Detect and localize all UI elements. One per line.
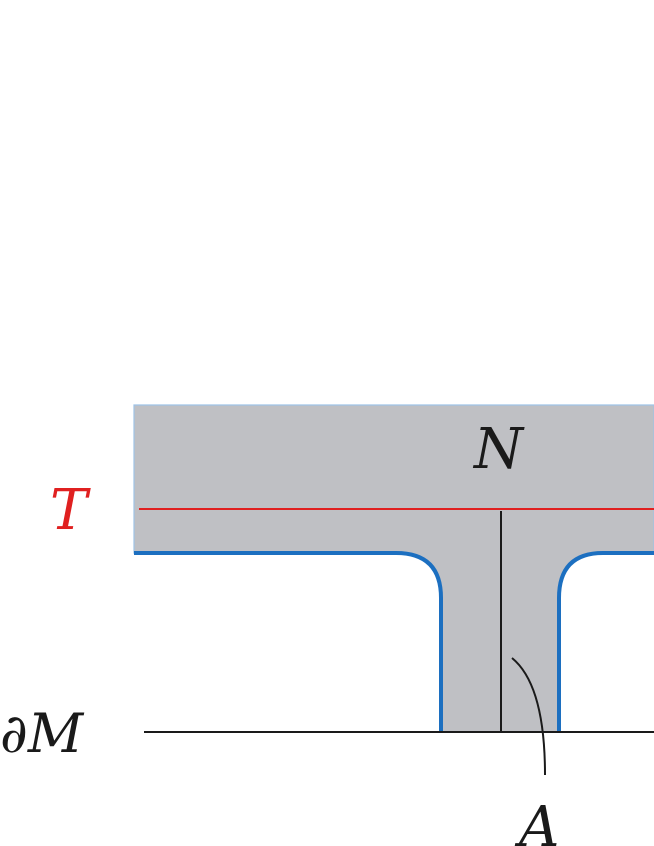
region-n: [133, 404, 654, 733]
boundary-curve-right: [557, 551, 654, 732]
label-n: N: [472, 417, 525, 482]
a-leader-line: [511, 657, 546, 776]
boundary-curve-left: [134, 551, 443, 732]
label-a: A: [514, 795, 559, 846]
label-t: T: [50, 478, 91, 543]
label-dm: ∂M: [0, 702, 85, 765]
